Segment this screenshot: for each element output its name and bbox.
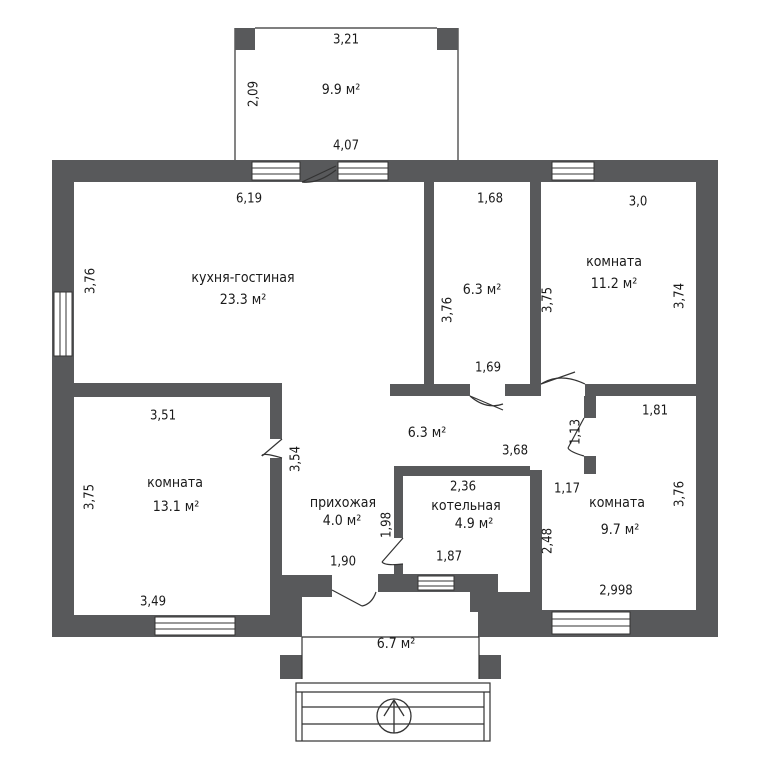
windows <box>53 161 631 636</box>
doors <box>261 165 586 607</box>
circle-arrow-up-icon <box>376 698 412 734</box>
porch-outline <box>301 636 480 679</box>
entrance-stairs <box>295 682 491 742</box>
balcony-posts <box>235 28 458 50</box>
walls <box>52 160 718 679</box>
balcony-outline <box>234 27 459 160</box>
